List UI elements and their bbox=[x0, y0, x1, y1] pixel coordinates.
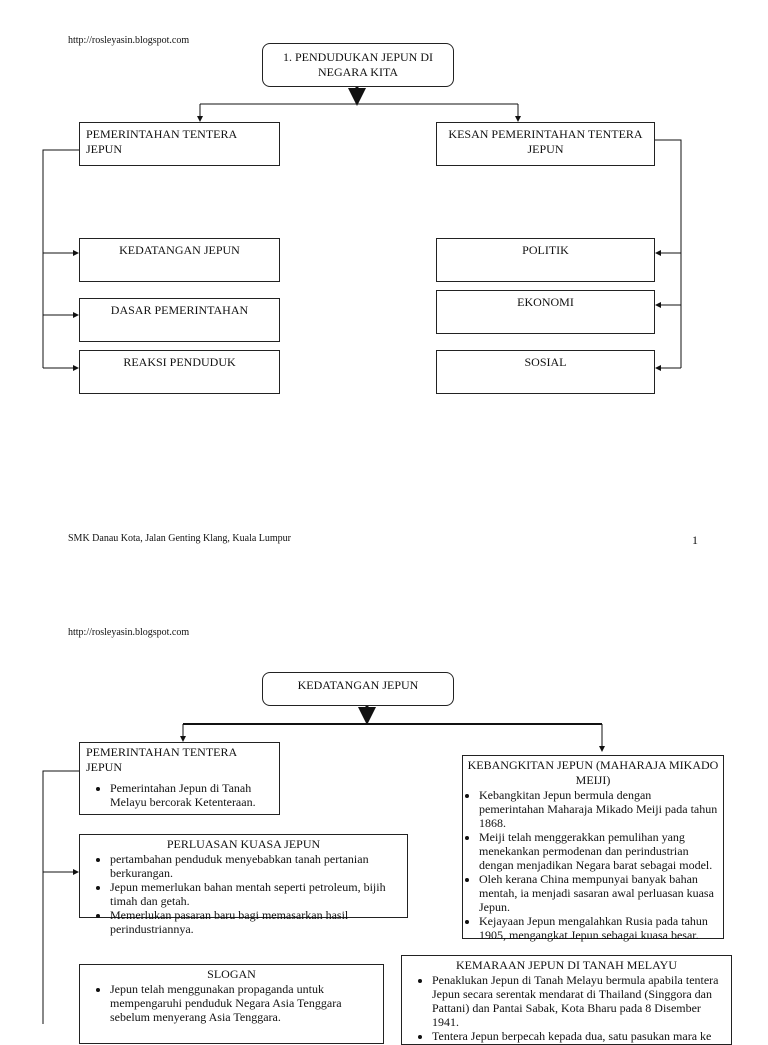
item-reaksi-penduduk: REAKSI PENDUDUK bbox=[79, 350, 280, 394]
title-box: 1. PENDUDUKAN JEPUN DI NEGARA KITA bbox=[262, 43, 454, 87]
connector-lines bbox=[42, 87, 682, 1024]
box-kebangkitan: KEBANGKITAN JEPUN (MAHARAJA MIKADO MEIJI… bbox=[462, 755, 724, 942]
header-url[interactable]: http://rosleyasin.blogspot.com bbox=[68, 35, 190, 46]
footer-school: SMK Danau Kota, Jalan Genting Klang, Kua… bbox=[68, 533, 292, 544]
title-box: KEDATANGAN JEPUN bbox=[262, 672, 454, 706]
item-ekonomi: EKONOMI bbox=[436, 290, 655, 334]
item-sosial: SOSIAL bbox=[436, 350, 655, 394]
bullet: Tentera Jepun berpecah kepada dua, satu … bbox=[432, 1029, 725, 1043]
bullet: Kejayaan Jepun mengalahkan Rusia pada ta… bbox=[479, 914, 719, 942]
left-branch-box: PEMERINTAHAN TENTERA JEPUN bbox=[79, 122, 280, 166]
box-perluasan: PERLUASAN KUASA JEPUN pertambahan pendud… bbox=[79, 834, 408, 936]
bullet: Meiji telah menggerakkan pemulihan yang … bbox=[479, 830, 719, 872]
box-title: KEBANGKITAN JEPUN (MAHARAJA MIKADO MEIJI… bbox=[467, 758, 719, 787]
box-title: PEMERINTAHAN TENTERA JEPUN bbox=[86, 745, 237, 774]
bullet: Oleh kerana China mempunyai banyak bahan… bbox=[479, 872, 719, 914]
page-number: 1 bbox=[692, 533, 698, 547]
bullet: Jepun telah menggunakan propaganda untuk… bbox=[110, 982, 377, 1024]
box-kemaraan: KEMARAAN JEPUN DI TANAH MELAYU Penakluka… bbox=[401, 955, 732, 1045]
box-title: SLOGAN bbox=[207, 967, 256, 981]
bullet: pertambahan penduduk menyebabkan tanah p… bbox=[110, 852, 401, 880]
box-title: PERLUASAN KUASA JEPUN bbox=[166, 837, 321, 851]
item-politik: POLITIK bbox=[436, 238, 655, 282]
box-slogan: SLOGAN Jepun telah menggunakan propagand… bbox=[79, 964, 384, 1044]
box-title: KEMARAAN JEPUN DI TANAH MELAYU bbox=[455, 958, 678, 972]
bullet: Pemerintahan Jepun di Tanah Melayu berco… bbox=[110, 781, 273, 809]
item-kedatangan-jepun: KEDATANGAN JEPUN bbox=[79, 238, 280, 282]
bullet: Penaklukan Jepun di Tanah Melayu bermula… bbox=[432, 973, 725, 1029]
header-url[interactable]: http://rosleyasin.blogspot.com bbox=[68, 627, 190, 638]
bullet: Jepun memerlukan bahan mentah seperti pe… bbox=[110, 880, 401, 908]
item-dasar-pemerintahan: DASAR PEMERINTAHAN bbox=[79, 298, 280, 342]
bullet: Memerlukan pasaran baru bagi memasarkan … bbox=[110, 908, 401, 936]
right-branch-box: KESAN PEMERINTAHAN TENTERA JEPUN bbox=[436, 122, 655, 166]
bullet: Kebangkitan Jepun bermula dengan pemerin… bbox=[479, 788, 719, 830]
box-pemerintahan: PEMERINTAHAN TENTERA JEPUN Pemerintahan … bbox=[79, 742, 280, 815]
